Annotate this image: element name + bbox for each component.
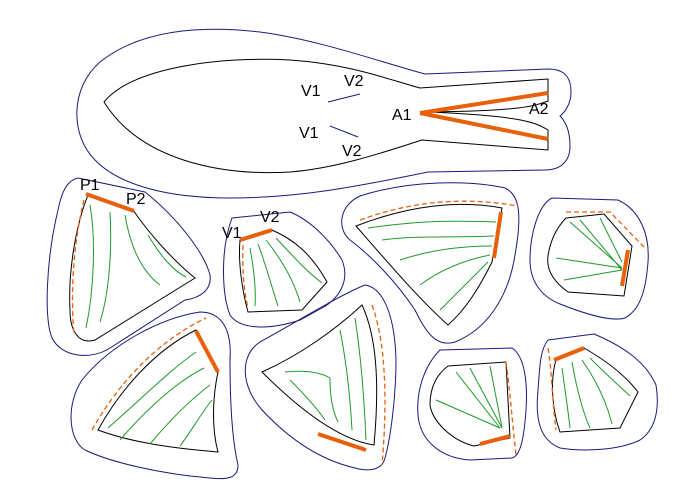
piece-bottom-left-cutline bbox=[97, 329, 219, 453]
label-v1-top: V1 bbox=[301, 83, 321, 100]
label-p2: P2 bbox=[126, 191, 146, 208]
piece-top-right-seam bbox=[566, 211, 646, 249]
label-v1-bottom: V1 bbox=[299, 125, 319, 142]
piece-bottom-middle-outline bbox=[244, 284, 397, 471]
piece-left-tall-edge bbox=[85, 192, 135, 213]
label-v2-top: V2 bbox=[344, 73, 364, 90]
piece-bottom-right-b-edge bbox=[553, 346, 585, 362]
piece-bottom-right-a-edge bbox=[479, 434, 511, 446]
piece-top-right bbox=[529, 197, 649, 320]
piece-bottom-left-seam bbox=[91, 317, 207, 431]
piece-fan-top-cutline bbox=[355, 203, 503, 326]
piece-bottom-right-b-vein bbox=[561, 357, 631, 429]
piece-bottom-right-b-seam bbox=[547, 347, 557, 431]
piece-bottom-middle-edge bbox=[317, 432, 367, 452]
piece-bottom-right-b-cutline bbox=[552, 347, 639, 433]
piece-bottom-right-a-vein bbox=[435, 365, 503, 429]
piece-small-middle: V1 V2 bbox=[222, 209, 346, 328]
piece-bottom-right-b bbox=[536, 333, 658, 451]
piece-top-right-vein bbox=[555, 217, 623, 281]
label-a2: A2 bbox=[529, 101, 549, 118]
piece-fan-top-vein bbox=[367, 220, 497, 311]
dart-line-top bbox=[419, 91, 549, 115]
piece-left-tall: P1 P2 bbox=[46, 177, 211, 356]
body-piece-cutline bbox=[103, 58, 549, 174]
body-piece-outline bbox=[76, 28, 572, 199]
piece-bottom-right-a-seam bbox=[505, 361, 517, 456]
piece-top-right-edge bbox=[620, 249, 630, 287]
piece-left-tall-cutline bbox=[69, 194, 196, 342]
piece-top-right-cutline bbox=[547, 213, 633, 297]
label-v2-bottom: V2 bbox=[342, 143, 362, 160]
piece-bottom-right-a-outline bbox=[417, 347, 527, 461]
piece-small-middle-outline bbox=[223, 211, 346, 328]
piece-bottom-left-vein bbox=[107, 351, 213, 447]
label-v2-piece: V2 bbox=[260, 209, 280, 226]
piece-top-right-outline bbox=[529, 197, 649, 320]
piece-bottom-left-edge bbox=[194, 330, 220, 373]
piece-bottom-middle-cutline bbox=[261, 304, 378, 446]
piece-fan-top-outline bbox=[341, 182, 520, 344]
piece-left-tall-vein bbox=[85, 204, 187, 329]
piece-small-middle-seam bbox=[242, 244, 249, 309]
piece-bottom-left-outline bbox=[70, 311, 239, 480]
label-p1: P1 bbox=[80, 177, 100, 194]
piece-bottom-right-a-cutline bbox=[429, 361, 511, 447]
v-mark-top bbox=[327, 93, 361, 103]
piece-small-middle-cutline bbox=[239, 229, 328, 313]
piece-fan-top-edge bbox=[492, 211, 503, 259]
piece-bottom-right-a bbox=[417, 347, 527, 461]
piece-small-middle-vein bbox=[249, 237, 323, 307]
body-piece: V1 V2 V1 V2 A1 A2 bbox=[76, 28, 572, 199]
piece-fan-top-seam bbox=[359, 200, 519, 221]
piece-small-middle-edge bbox=[239, 228, 273, 242]
piece-bottom-middle bbox=[244, 284, 397, 471]
piece-left-tall-seam bbox=[71, 199, 85, 336]
piece-bottom-left bbox=[70, 311, 239, 480]
piece-fan-top bbox=[341, 182, 520, 344]
piece-left-tall-outline bbox=[46, 177, 211, 356]
piece-bottom-middle-vein bbox=[284, 317, 367, 441]
piece-bottom-right-b-outline bbox=[536, 333, 658, 451]
label-a1: A1 bbox=[392, 107, 412, 124]
v-mark-bottom bbox=[329, 125, 359, 138]
label-v1-piece: V1 bbox=[222, 225, 242, 242]
piece-bottom-middle-seam bbox=[371, 304, 386, 466]
dart-line-bottom bbox=[419, 111, 549, 141]
